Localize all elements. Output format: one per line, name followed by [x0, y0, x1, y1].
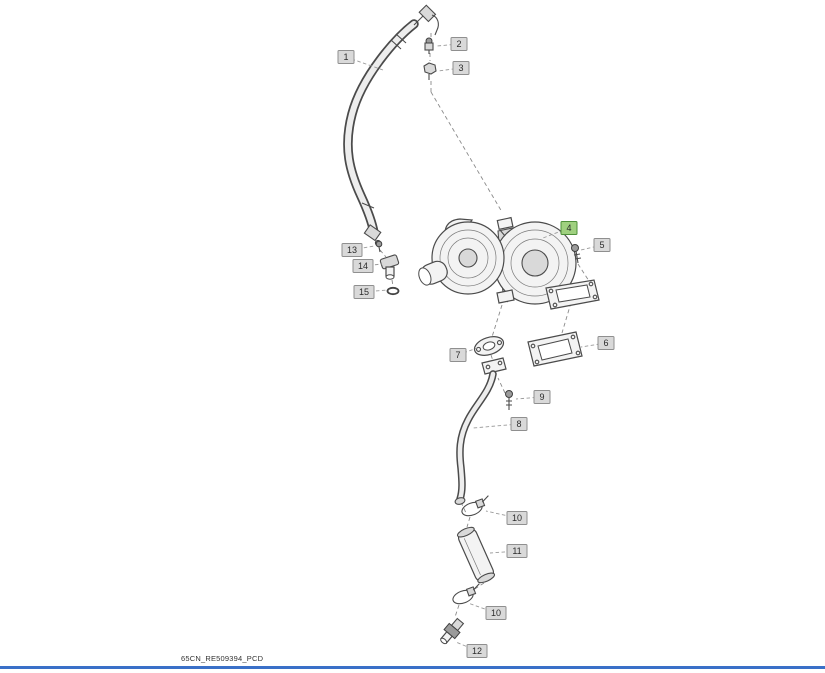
elbow-fitting-2-drawing[interactable]: [424, 37, 434, 54]
connector-hose-drawing[interactable]: [456, 525, 496, 585]
callout-number-10a: 10: [512, 513, 522, 523]
elbow-fitting-14-drawing[interactable]: [379, 254, 400, 280]
callout-box-2[interactable]: [450, 37, 468, 51]
callout-5[interactable]: 5: [580, 238, 611, 252]
leader-line-13: [351, 245, 375, 251]
drain-fitting-12-drawing[interactable]: [437, 617, 466, 647]
callout-9[interactable]: 9: [515, 390, 551, 404]
callout-box-11[interactable]: [506, 544, 528, 558]
callout-number-6: 6: [603, 338, 608, 348]
leader-line-12: [455, 641, 478, 652]
callout-10b[interactable]: 10: [467, 602, 507, 620]
callout-box-9[interactable]: [533, 390, 551, 404]
callout-box-1[interactable]: [337, 50, 355, 64]
callout-number-14: 14: [358, 261, 368, 271]
callout-15[interactable]: 15: [353, 285, 388, 299]
construction-lines: [379, 33, 590, 618]
callout-14[interactable]: 14: [352, 259, 383, 273]
callout-box-3[interactable]: [452, 61, 470, 75]
callout-12[interactable]: 12: [455, 641, 488, 658]
plug-13-drawing[interactable]: [375, 240, 383, 253]
image-reference-code: 65CN_RE509394_PCD: [181, 654, 264, 663]
callout-box-10a[interactable]: [506, 511, 528, 525]
leader-line-15: [363, 289, 388, 293]
callout-number-3: 3: [458, 63, 463, 73]
callout-number-2: 2: [456, 39, 461, 49]
callout-number-10b: 10: [491, 608, 501, 618]
leader-line-10b: [467, 602, 497, 614]
drain-gasket-7-drawing[interactable]: [472, 333, 506, 358]
callout-6[interactable]: 6: [580, 336, 615, 350]
callout-number-8: 8: [516, 419, 521, 429]
callout-box-10b[interactable]: [485, 606, 507, 620]
callout-4[interactable]: 4: [542, 221, 578, 239]
callout-number-12: 12: [472, 646, 482, 656]
callout-number-15: 15: [359, 287, 369, 297]
adapter-fitting-3-drawing[interactable]: [423, 62, 437, 80]
leader-line-10a: [485, 510, 518, 519]
callout-11[interactable]: 11: [489, 544, 528, 558]
hose-top-nut: [418, 4, 437, 23]
callout-3[interactable]: 3: [437, 61, 470, 75]
callout-number-13: 13: [347, 245, 357, 255]
leader-line-6: [580, 342, 607, 348]
callout-13[interactable]: 13: [341, 243, 375, 257]
callout-number-7: 7: [455, 350, 460, 360]
oil-drain-tube-drawing[interactable]: [454, 357, 507, 505]
callout-1[interactable]: 1: [337, 50, 384, 71]
callout-box-8[interactable]: [510, 417, 528, 431]
o-ring-15-drawing[interactable]: [386, 286, 400, 296]
callout-box-12[interactable]: [466, 644, 488, 658]
hose-clamp-upper-drawing[interactable]: [460, 495, 493, 519]
leader-line-4: [542, 227, 570, 239]
callout-box-15[interactable]: [353, 285, 375, 299]
drain-tube-flange: [481, 357, 507, 375]
callout-number-9: 9: [539, 392, 544, 402]
compressor-inlet: [418, 260, 448, 286]
bottom-accent-bar: [0, 666, 825, 669]
callout-box-6[interactable]: [597, 336, 615, 350]
callout-number-5: 5: [599, 240, 604, 250]
oil-inlet-port: [496, 216, 514, 231]
leader-line-9: [515, 396, 543, 400]
callout-number-4: 4: [566, 223, 571, 233]
leader-line-3: [437, 67, 462, 72]
callout-number-1: 1: [343, 52, 348, 62]
leader-line-11: [489, 550, 518, 554]
callout-7[interactable]: 7: [449, 347, 478, 362]
cap-screw-9-drawing[interactable]: [505, 390, 513, 411]
turbocharger-drawing[interactable]: [416, 216, 600, 310]
callout-10a[interactable]: 10: [485, 510, 528, 525]
callout-box-4-highlighted[interactable]: [560, 221, 578, 235]
callout-number-11: 11: [512, 546, 521, 556]
hose-clamp-lower-drawing[interactable]: [451, 583, 484, 607]
hose-bottom-nut: [363, 224, 382, 242]
callout-box-14[interactable]: [352, 259, 374, 273]
leader-line-2: [436, 43, 460, 47]
stud-5-drawing[interactable]: [571, 244, 582, 264]
callout-2[interactable]: 2: [436, 37, 468, 51]
exhaust-gasket-6-drawing[interactable]: [527, 331, 583, 367]
oil-supply-hose-drawing[interactable]: [343, 4, 439, 247]
callout-8[interactable]: 8: [472, 417, 528, 431]
oil-drain-port: [496, 289, 515, 304]
callout-box-5[interactable]: [593, 238, 611, 252]
callout-box-13[interactable]: [341, 243, 363, 257]
callout-box-7[interactable]: [449, 348, 467, 362]
